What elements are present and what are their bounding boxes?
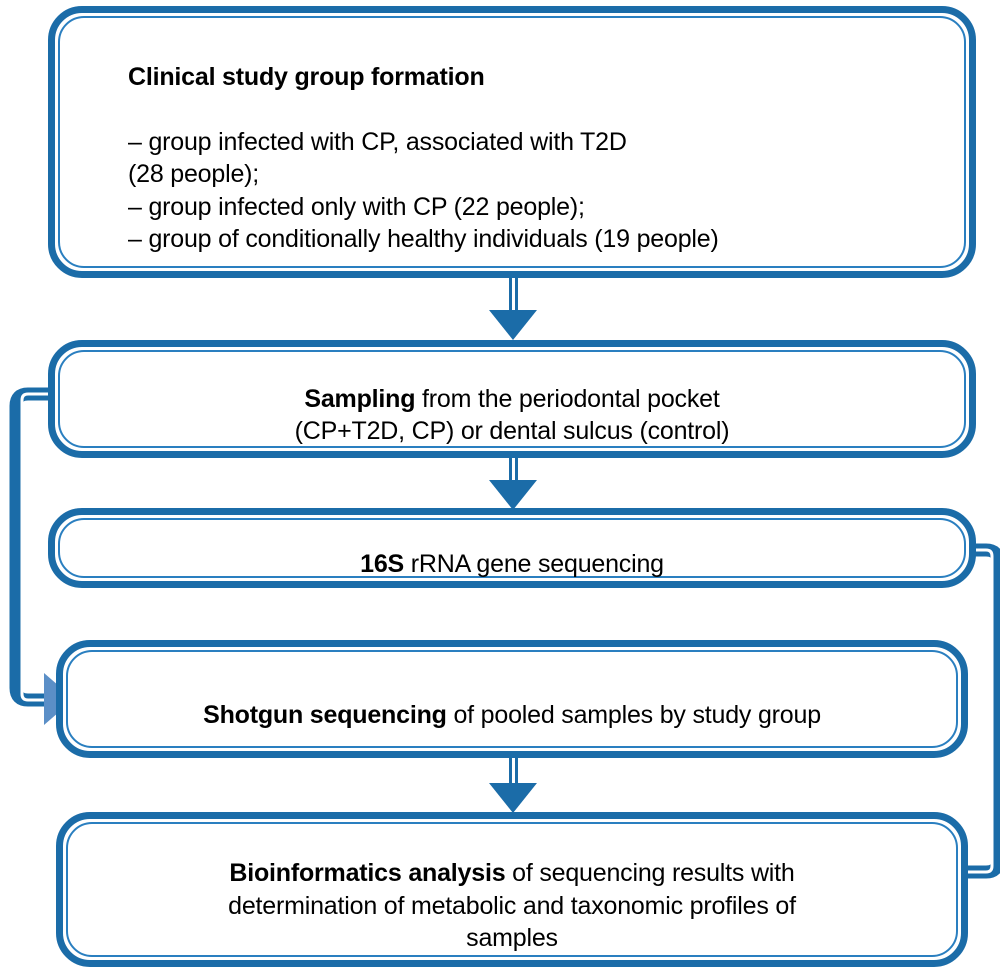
node-body: Clinical study group formation – group i… xyxy=(58,16,966,268)
arrow-stem xyxy=(508,458,518,482)
arrow-formation-to-sampling xyxy=(489,278,537,340)
node-shotgun-sequencing[interactable]: Shotgun sequencing of pooled samples by … xyxy=(56,640,968,758)
arrow-stem xyxy=(508,758,518,785)
node-heading: Bioinformatics analysis xyxy=(229,859,506,887)
node-detail: of pooled samples by study group xyxy=(446,701,821,729)
arrow-stem xyxy=(508,278,518,312)
node-heading: 16S xyxy=(360,550,404,578)
node-text: Shotgun sequencing of pooled samples by … xyxy=(203,667,821,732)
node-body: Sampling from the periodontal pocket (CP… xyxy=(58,350,966,448)
node-detail: from the periodontal pocket (CP+T2D, CP)… xyxy=(294,384,730,446)
elbow-16s-to-bioinformatics xyxy=(900,520,1000,900)
node-detail: rRNA gene sequencing xyxy=(404,550,664,578)
node-heading: Shotgun sequencing xyxy=(203,701,447,729)
node-detail: of sequencing results with determination… xyxy=(228,859,796,952)
node-body: 16S rRNA gene sequencing xyxy=(58,518,966,578)
arrow-head-icon xyxy=(489,480,537,510)
elbow-path xyxy=(952,543,1000,879)
node-bioinformatics-analysis[interactable]: Bioinformatics analysis of sequencing re… xyxy=(56,812,968,967)
elbow-sampling-to-shotgun xyxy=(0,350,120,730)
node-body: Shotgun sequencing of pooled samples by … xyxy=(66,650,958,748)
node-text: Sampling from the periodontal pocket (CP… xyxy=(295,350,730,448)
node-text: Bioinformatics analysis of sequencing re… xyxy=(228,825,796,955)
node-text: Clinical study group formation – group i… xyxy=(76,28,719,256)
node-clinical-study-group-formation[interactable]: Clinical study group formation – group i… xyxy=(48,6,976,278)
arrow-head-icon xyxy=(489,783,537,813)
arrow-sampling-to-16s xyxy=(489,458,537,510)
node-sampling[interactable]: Sampling from the periodontal pocket (CP… xyxy=(48,340,976,458)
node-heading: Sampling xyxy=(304,384,416,413)
arrow-shotgun-to-bioinformatics xyxy=(489,758,537,813)
arrow-head-icon xyxy=(489,310,537,340)
elbow-path xyxy=(9,387,62,707)
node-detail: – group infected with CP, associated wit… xyxy=(128,127,719,254)
node-text: 16S rRNA gene sequencing xyxy=(360,516,664,581)
node-16s-rrna-gene-sequencing[interactable]: 16S rRNA gene sequencing xyxy=(48,508,976,588)
node-body: Bioinformatics analysis of sequencing re… xyxy=(66,822,958,957)
node-heading: Clinical study group formation xyxy=(128,62,485,91)
